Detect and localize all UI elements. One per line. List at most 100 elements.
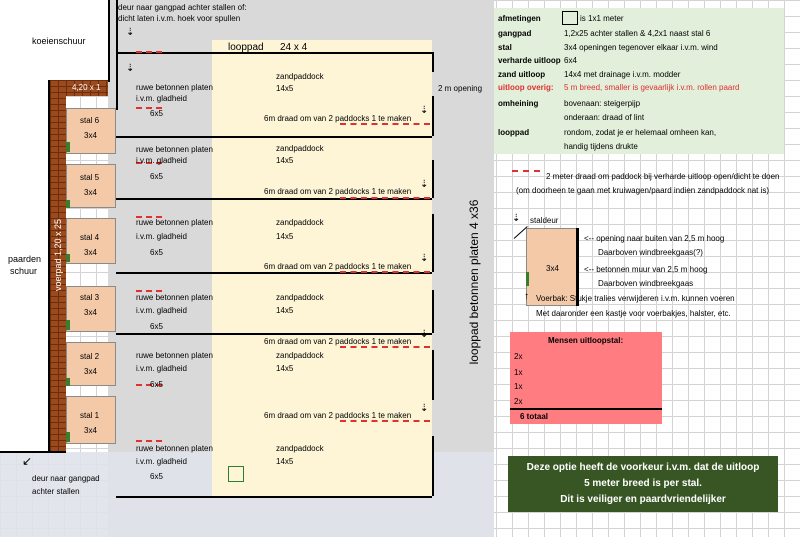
sand-label: zandpaddock — [276, 444, 324, 453]
preference-box — [508, 456, 778, 512]
paddock-right-edge — [432, 160, 434, 198]
green-marker — [228, 466, 244, 482]
red-gate — [136, 216, 162, 218]
down-arrow-icon: ⇣ — [420, 403, 429, 414]
stall-wall-right — [116, 0, 118, 110]
red-gate — [136, 290, 162, 292]
fence-line — [116, 272, 432, 274]
down-arrow-icon: ⇣ — [420, 179, 429, 190]
legend-box — [494, 8, 784, 154]
koeienschuur-building — [0, 0, 110, 82]
paardenschuur-label-2: schuur — [10, 266, 38, 276]
red-gate — [340, 346, 430, 348]
red-gate — [340, 197, 430, 199]
paddock-right-edge — [432, 214, 434, 272]
red-gate — [136, 440, 162, 442]
plates-label: ruwe betonnen platen — [136, 145, 213, 154]
detail-note: <-- opening naar buiten van 2,5 m hoog — [584, 234, 725, 243]
paddock-right-edge — [432, 96, 434, 136]
feeder-icon — [66, 254, 70, 262]
stall-size: 3x4 — [84, 131, 97, 140]
plates-label: i.v.m. gladheid — [136, 457, 187, 466]
stall-name: stal 6 — [80, 116, 100, 125]
feeder-icon — [66, 432, 70, 442]
red-gate — [340, 420, 430, 422]
stall-size: 3x4 — [84, 248, 97, 257]
stall-size: 3x4 — [84, 367, 97, 376]
stall-name: stal 4 — [80, 233, 100, 242]
legend-value: bovenaan: steigerpijp — [564, 99, 641, 108]
fence-line — [116, 198, 432, 200]
stall-4 — [66, 218, 116, 264]
paddock-right-edge — [432, 290, 434, 333]
feeder-icon — [66, 200, 70, 208]
plates-label: i.v.m. gladheid — [136, 364, 187, 373]
plates-label: ruwe betonnen platen — [136, 218, 213, 227]
legend-key: stal — [498, 43, 512, 52]
wire-note: 6m draad om van 2 paddocks 1 te maken — [264, 187, 412, 196]
plates-label: ruwe betonnen platen — [136, 351, 213, 360]
plates-label: i.v.m. gladheid — [136, 94, 187, 103]
corner-box — [66, 80, 108, 96]
down-arrow-icon: ⇣ — [420, 253, 429, 264]
legend-key: looppad — [498, 128, 530, 137]
koeienschuur-label: koeienschuur — [32, 36, 86, 46]
sand-size: 14x5 — [276, 156, 294, 165]
legend-key: uitloop overig: — [498, 83, 554, 92]
legend-key: afmetingen — [498, 14, 541, 23]
detail-stall-size: 3x4 — [546, 264, 559, 273]
legend-value: is 1x1 meter — [580, 14, 624, 23]
up-arrow-icon: ↑ — [524, 291, 529, 302]
bottom-left-note-1: deur naar gangpad — [32, 474, 100, 483]
plates-size: 6x5 — [150, 248, 163, 257]
mensen-row: 2x — [514, 397, 523, 406]
detail-note: Daarboven windbreekgaas(?) — [598, 248, 703, 257]
stall-name: stal 5 — [80, 173, 100, 182]
red-gate — [136, 162, 162, 164]
preference-line-3: Dit is veiliger en paardvriendelijker — [560, 494, 726, 505]
legend-value: handig tijdens drukte — [564, 142, 638, 151]
stall-size: 3x4 — [84, 308, 97, 317]
stall-size: 3x4 — [84, 188, 97, 197]
legend-key: gangpad — [498, 29, 532, 38]
voerpad-label: voerpad 1,20 x 25 — [53, 218, 63, 292]
legend-value: 3x4 openingen tegenover elkaar i.v.m. wi… — [564, 43, 718, 52]
sand-size: 14x5 — [276, 364, 294, 373]
red-gate — [136, 107, 162, 109]
sand-size: 14x5 — [276, 232, 294, 241]
mensen-total: 6 totaal — [520, 412, 549, 421]
legend-key: omheining — [498, 99, 539, 108]
detail-wall-right — [576, 228, 579, 306]
outer-wall-bottom — [0, 451, 66, 453]
paddock-right-edge — [432, 436, 434, 496]
stall-name: stal 3 — [80, 293, 100, 302]
feeder-icon — [66, 378, 70, 386]
wire-note: 6m draad om van 2 paddocks 1 te maken — [264, 411, 412, 420]
down-arrow-icon: ⇣ — [420, 105, 429, 116]
down-arrow-icon: ⇣ — [512, 213, 521, 224]
corner-box-label: 4,20 x 1 — [72, 83, 101, 92]
voerpad-brick — [50, 80, 66, 452]
stall-5 — [66, 164, 116, 208]
red-dash-sample — [512, 170, 540, 172]
legend-value: 6x4 — [564, 56, 577, 65]
looppad-right-label: looppad betonnen platen 4 x36 — [467, 199, 481, 365]
mensen-row: 1x — [514, 382, 523, 391]
sand-label: zandpaddock — [276, 218, 324, 227]
down-arrow-icon: ⇣ — [126, 63, 135, 74]
mensen-title: Mensen uitloopstal: — [548, 336, 624, 345]
mensen-box — [510, 332, 662, 424]
red-gate — [136, 384, 162, 386]
plates-size: 6x5 — [150, 109, 163, 118]
legend-key: verharde uitloop — [498, 56, 561, 65]
plates-label: ruwe betonnen platen — [136, 444, 213, 453]
feeder-icon — [66, 142, 70, 152]
stall-size: 3x4 — [84, 426, 97, 435]
plates-label: ruwe betonnen platen — [136, 293, 213, 302]
detail-stall — [526, 228, 578, 306]
red-dash-note-1: 2 meter draad om paddock bij verharde ui… — [546, 172, 780, 181]
down-arrow-icon: ⇣ — [420, 329, 429, 340]
detail-note: Daarboven windbreekgaas — [598, 279, 694, 288]
scale-square — [562, 11, 578, 25]
sand-label: zandpaddock — [276, 72, 324, 81]
